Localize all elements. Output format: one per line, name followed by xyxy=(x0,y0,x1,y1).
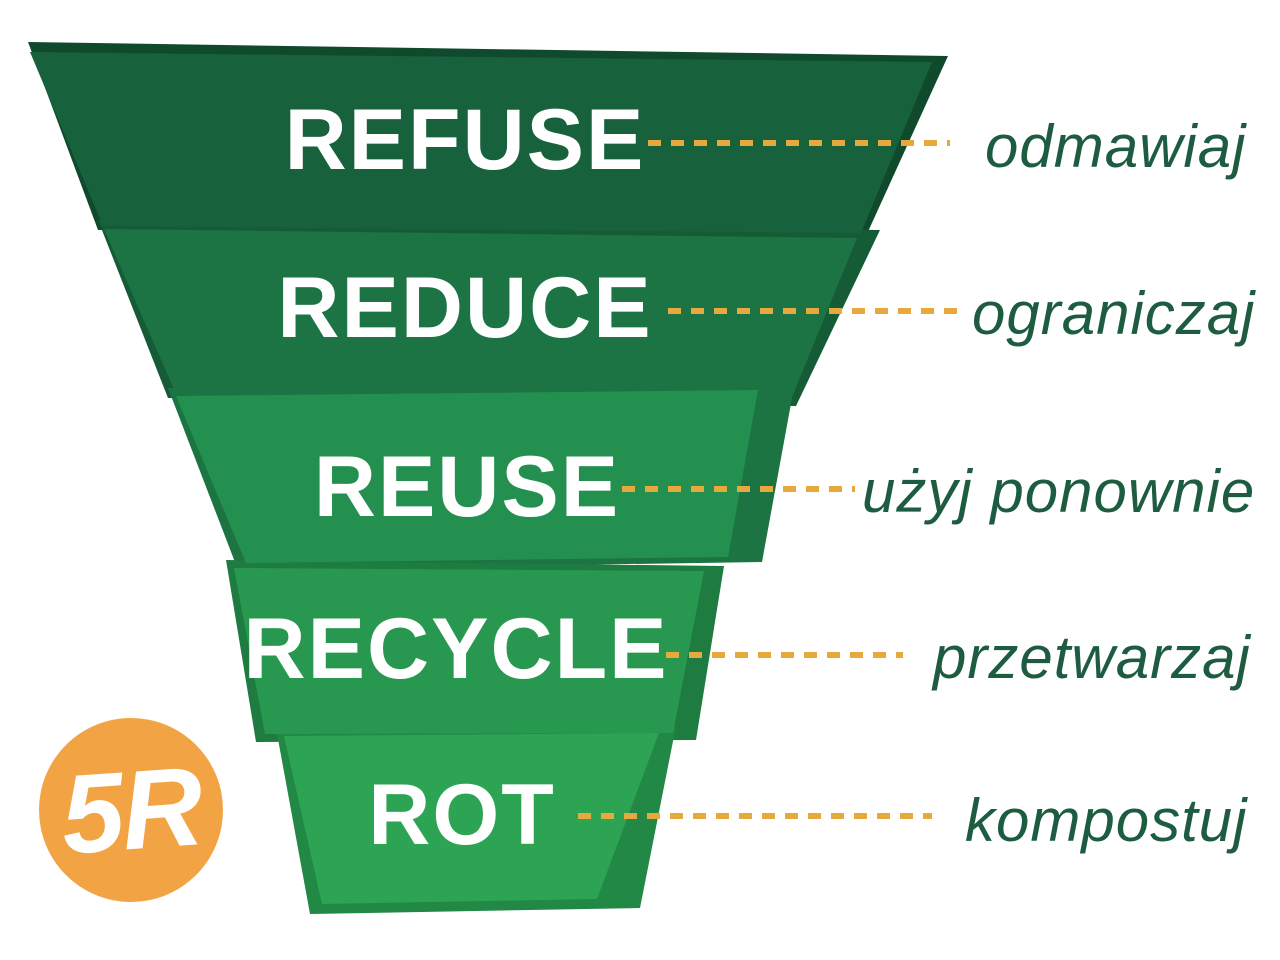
translation-label-refuse: odmawiaj xyxy=(985,113,1247,180)
translation-label-rot: kompostuj xyxy=(965,787,1248,854)
funnel-level-refuse-label: REFUSE xyxy=(285,92,646,188)
funnel-segment-reduce-shape xyxy=(104,229,857,402)
badge-label: 5R xyxy=(57,743,207,878)
funnel-level-reuse-label: REUSE xyxy=(314,439,620,535)
funnel-level-reduce-label: REDUCE xyxy=(277,260,652,356)
translation-label-reuse: użyj ponownie xyxy=(862,458,1255,525)
funnel-level-rot-label: ROT xyxy=(368,767,556,863)
funnel-segment-reuse-shape xyxy=(176,390,758,563)
funnel-segment-rot-shape xyxy=(284,733,659,904)
badge-circle xyxy=(39,718,223,902)
funnel-segment-recycle-shape xyxy=(234,568,704,734)
translation-label-recycle: przetwarzaj xyxy=(931,624,1251,691)
funnel-segment-refuse-shape xyxy=(30,52,932,233)
translation-label-reduce: ograniczaj xyxy=(972,280,1256,347)
funnel-level-recycle-label: RECYCLE xyxy=(244,601,669,697)
